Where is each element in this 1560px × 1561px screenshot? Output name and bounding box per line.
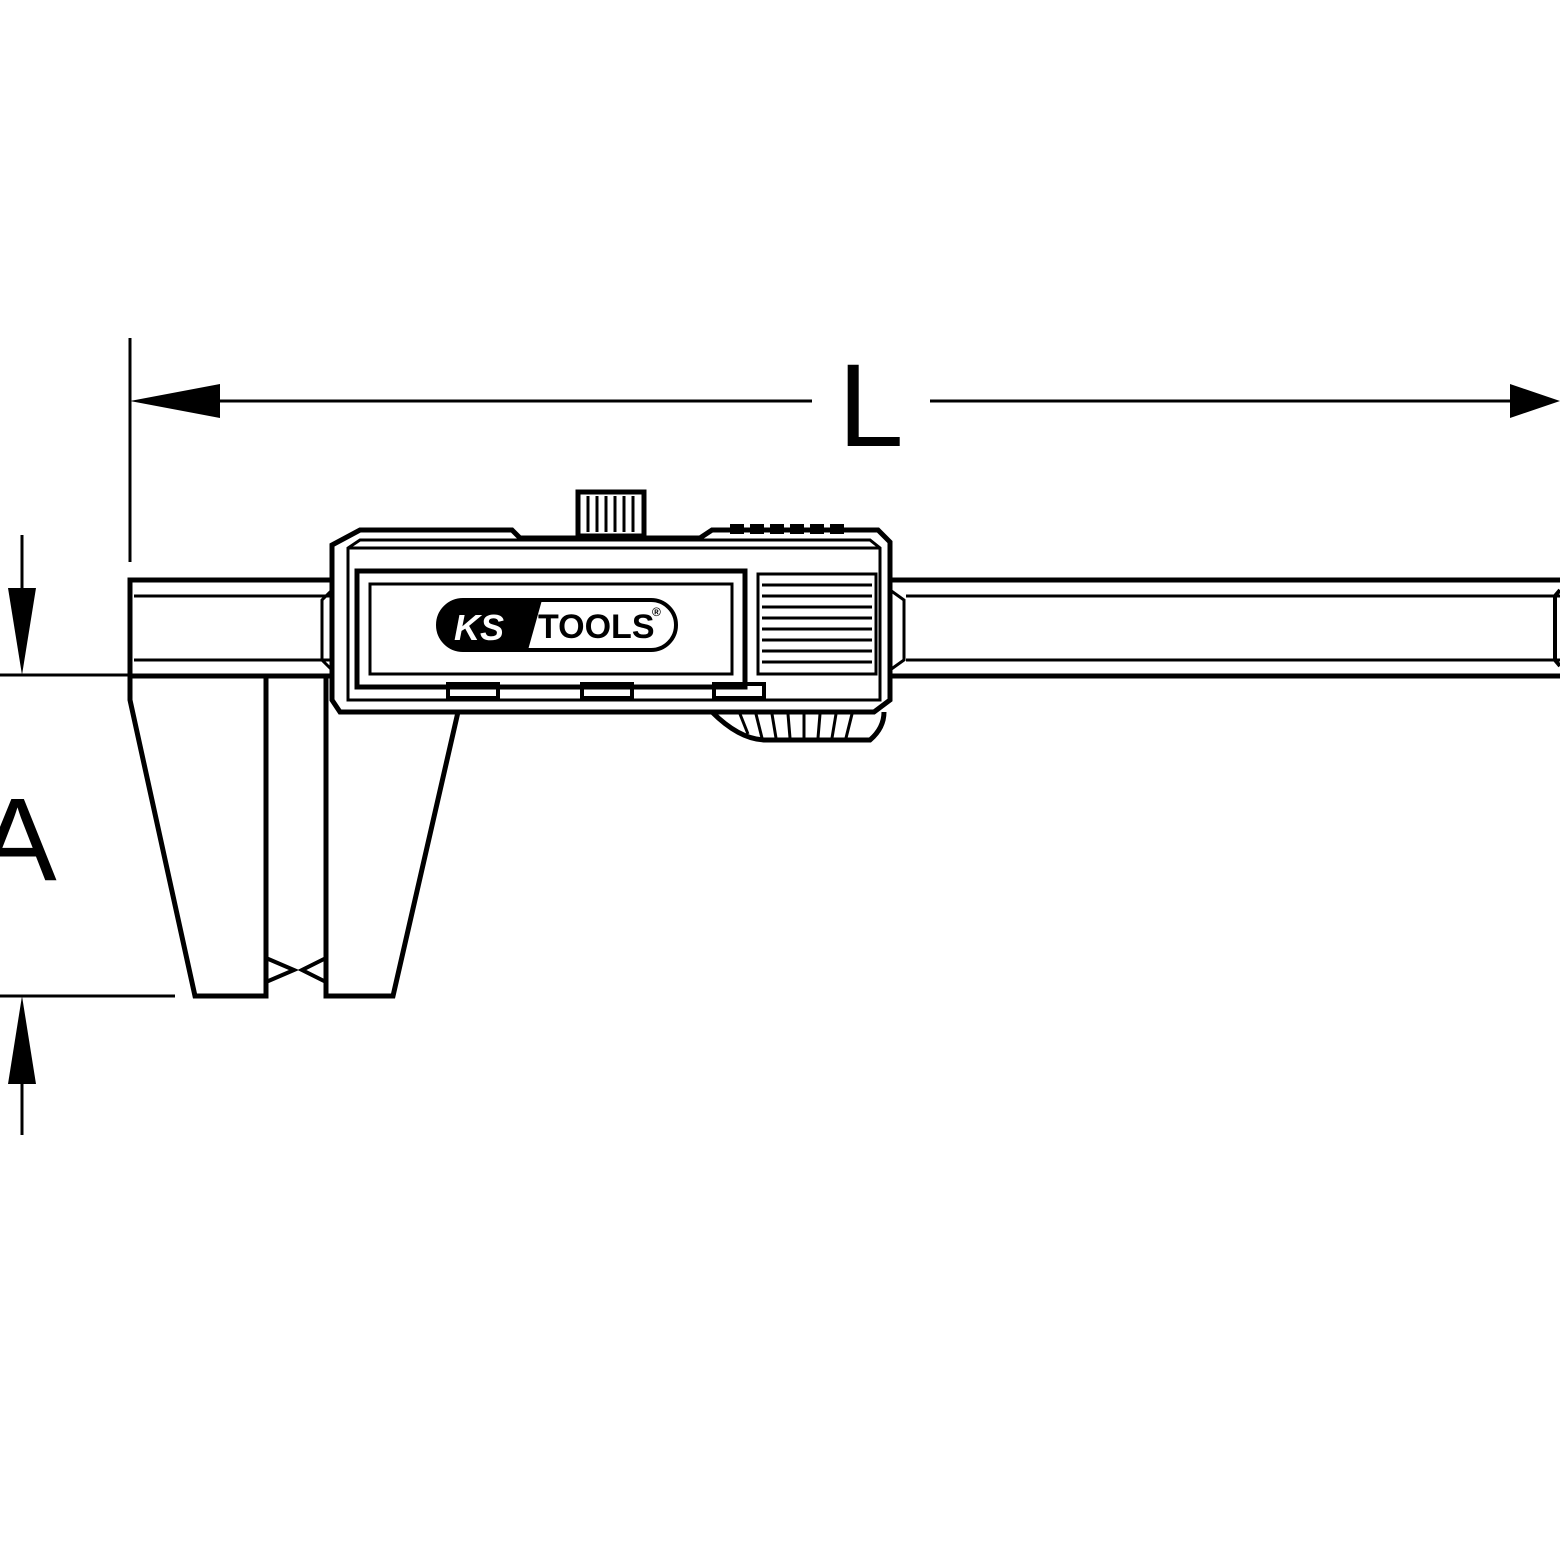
grip-rib-panel (756, 572, 878, 676)
fixed-jaw (127, 674, 332, 999)
thumb-wheel (575, 489, 647, 539)
lcd-display-frame (354, 568, 748, 690)
bottom-roller (710, 710, 887, 743)
ks-tools-logo: KS TOOLS ® (436, 598, 678, 652)
housing-outline (329, 527, 893, 715)
jaw-depth-label: A (0, 774, 57, 906)
roller-groove (738, 713, 750, 735)
function-button-1[interactable] (446, 682, 500, 700)
length-arrow-right (1510, 384, 1560, 418)
function-button-2[interactable] (580, 682, 634, 700)
slider-head: KS TOOLS ® (320, 489, 906, 743)
logo-ks-text: KS (454, 607, 504, 648)
roller-groove (786, 713, 792, 739)
housing-left-shoulder (320, 588, 334, 672)
fixed-jaw-tip (265, 956, 300, 984)
jaw-depth-arrow-bottom (8, 996, 36, 1084)
beam-right-section (887, 577, 1560, 679)
fixed-jaw-outline (127, 676, 269, 999)
logo-tools-text: TOOLS (538, 608, 655, 646)
roller-groove (816, 713, 822, 739)
roller-groove (830, 713, 838, 739)
bottom-roller-outline (710, 710, 887, 743)
beam-right-end-cap (1553, 588, 1560, 668)
beam-left-section (127, 577, 335, 679)
dimension-length: L (128, 338, 1560, 562)
side-grip-ribs (756, 572, 878, 676)
length-arrow-left (130, 384, 220, 418)
dimension-jaw-depth: A (0, 535, 245, 1135)
function-button-3[interactable] (712, 682, 766, 700)
logo-ks-badge (438, 600, 542, 650)
roller-groove (844, 713, 854, 739)
roller-groove (770, 713, 778, 739)
length-label: L (838, 340, 904, 472)
logo-registered-mark: ® (652, 605, 661, 619)
sliding-jaw-tip (297, 956, 327, 984)
roller-groove (754, 713, 764, 739)
housing-right-shoulder (889, 588, 906, 672)
sliding-jaw (297, 676, 461, 999)
sliding-jaw-outline (323, 676, 461, 999)
lcd-display-inner (368, 582, 734, 676)
jaw-depth-arrow-top (8, 588, 36, 675)
